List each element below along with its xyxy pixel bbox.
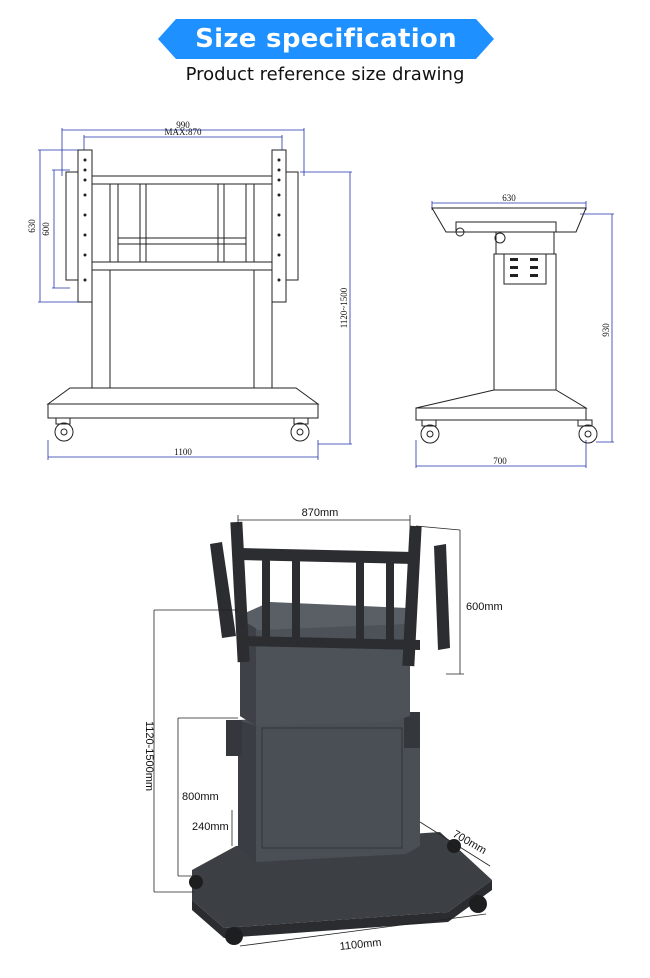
label-mount-height: 600mm bbox=[466, 601, 503, 613]
label-base-width: 1100mm bbox=[339, 937, 382, 953]
dim-base-width: 1100 bbox=[174, 447, 192, 457]
dim-top-width: 630 bbox=[502, 193, 516, 203]
page-title: Size specification bbox=[195, 24, 457, 54]
side-view-drawing bbox=[415, 201, 614, 468]
label-total-height: 1120-1500mm bbox=[143, 721, 155, 791]
product-photo bbox=[189, 521, 492, 945]
dim-side-height: 930 bbox=[601, 323, 611, 337]
dim-height-inner: 600 bbox=[41, 222, 51, 236]
dim-base-depth: 700 bbox=[493, 456, 507, 466]
page-subtitle: Product reference size drawing bbox=[185, 64, 465, 85]
dim-height-range: 1120~1500 bbox=[339, 287, 349, 328]
banner-shape bbox=[158, 19, 494, 59]
title-banner: Size specification bbox=[158, 19, 494, 59]
dim-width-outer: 990 bbox=[176, 120, 190, 130]
photo-dimension-lines bbox=[153, 515, 491, 947]
label-mount-width: 870mm bbox=[302, 507, 339, 519]
label-column-height: 800mm bbox=[182, 791, 219, 803]
label-column-offset: 240mm bbox=[192, 821, 229, 833]
dim-width-mount: MAX:870 bbox=[164, 127, 202, 137]
front-view-drawing bbox=[38, 128, 352, 460]
dim-height-outer: 630 bbox=[27, 219, 37, 233]
